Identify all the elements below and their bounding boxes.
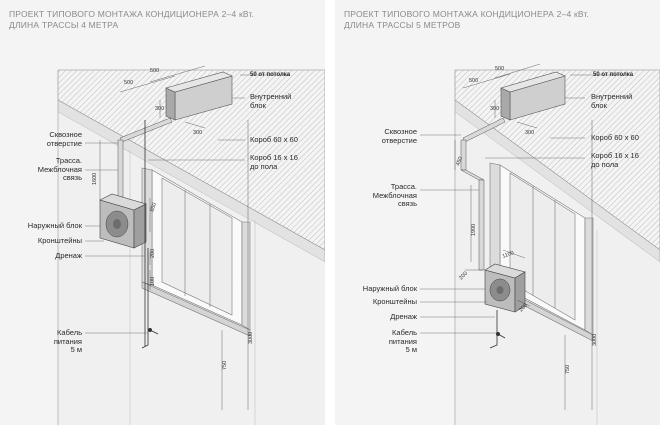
title-line-2: ДЛИНА ТРАССЫ 4 МЕТРА [9,20,119,30]
dim-3000: 3000 [592,334,598,346]
dim-300-a: 300 [490,106,499,112]
label-indoor-unit: Внутренний блок [250,92,292,110]
label-through-hole-line1: Сквозное [49,130,82,139]
outdoor-unit [99,193,147,249]
label-indoor-unit-line2: блок [250,100,266,110]
label-power-cable-line3: 5 м [70,345,82,354]
label-duct-16: Короб 16 х 16 до пола [250,153,298,171]
label-duct-16-line1: Короб 16 х 16 [250,153,298,162]
label-duct-16-line2: до пола [591,159,619,169]
label-outdoor-unit: Наружный блок [362,284,417,293]
indoor-unit [500,71,566,121]
dim-500-b: 500 [150,68,159,74]
panel-5m: ПРОЕКТ ТИПОВОГО МОНТАЖА КОНДИЦИОНЕРА 2–4… [335,0,660,425]
label-through-hole: Сквозное отверстие [46,130,82,148]
label-duct-16-line2: до пола [250,161,278,171]
dim-1900: 1900 [471,224,477,236]
label-power-cable-line2: питания [53,336,82,346]
label-through-hole-line2: отверстие [381,135,417,145]
label-route-line1: Трасса. [55,156,82,165]
label-drain: Дренаж [55,251,82,260]
label-through-hole: Сквозное отверстие [381,127,417,145]
label-duct-60: Короб 60 х 60 [591,133,639,142]
label-power-cable: Кабель питания 5 м [53,328,82,355]
drain-line [141,120,159,349]
label-outdoor-unit: Наружный блок [27,221,82,230]
label-route: Трасса. Межблочная связь [37,156,82,183]
label-drain: Дренаж [390,312,417,321]
label-indoor-unit-line2: блок [591,100,607,110]
label-route-line1: Трасса. [390,182,417,191]
dim-750: 750 [565,365,571,374]
label-power-cable-line1: Кабель [57,328,82,337]
label-power-cable: Кабель питания 5 м [388,328,417,355]
label-ceiling-offset: 50 от потолка [593,72,634,78]
label-through-hole-line1: Сквозное [384,127,417,136]
window [141,167,251,337]
dim-300-b: 300 [193,130,202,136]
label-duct-60: Короб 60 х 60 [250,135,298,144]
title-line-2: ДЛИНА ТРАССЫ 5 МЕТРОВ [344,20,461,30]
dim-1100: 1100 [502,250,515,260]
dim-300-b: 300 [525,130,534,136]
label-indoor-unit: Внутренний блок [591,92,633,110]
dimension-lines [454,63,593,410]
label-route-line3: связь [397,199,417,208]
dim-300-a: 300 [155,106,164,112]
panel-4m: ПРОЕКТ ТИПОВОГО МОНТАЖА КОНДИЦИОНЕРА 2–4… [0,0,325,425]
dim-500-a: 500 [124,80,133,86]
dim-200: 200 [150,249,156,258]
title-line-1: ПРОЕКТ ТИПОВОГО МОНТАЖА КОНДИЦИОНЕРА 2–4… [9,9,255,19]
dim-850: 850 [149,202,158,213]
duct-route [117,117,173,201]
label-power-cable-line1: Кабель [392,328,417,337]
label-route-line3: связь [62,173,82,182]
dim-200-a: 200 [458,271,469,282]
label-duct-16-line1: Короб 16 х 16 [591,151,639,160]
label-indoor-unit-line1: Внутренний [250,92,292,101]
label-power-cable-line3: 5 м [405,345,417,354]
drain-line [489,310,506,349]
label-power-cable-line2: питания [388,336,417,346]
dim-450: 450 [455,156,464,167]
dim-500-b: 500 [495,66,504,72]
installation-diagram: 500 500 300 300 450 1900 1100 200 200 75… [420,63,660,425]
indoor-unit [165,71,233,121]
label-ceiling-offset: 50 от потолка [250,72,291,78]
label-route-line2: Межблочная [37,164,82,174]
label-brackets: Кронштейны [372,297,417,306]
outdoor-unit [484,263,526,313]
dimension-lines [99,65,249,410]
dim-1600: 1600 [92,173,98,185]
label-brackets: Кронштейны [37,236,82,245]
label-indoor-unit-line1: Внутренний [591,92,633,101]
leader-lines [85,74,290,334]
label-route-line2: Межблочная [372,190,417,200]
panel-title: ПРОЕКТ ТИПОВОГО МОНТАЖА КОНДИЦИОНЕРА 2–4… [9,9,254,31]
duct-route [460,117,506,271]
panel-title: ПРОЕКТ ТИПОВОГО МОНТАЖА КОНДИЦИОНЕРА 2–4… [344,9,589,31]
label-route: Трасса. Межблочная связь [372,182,417,209]
dim-500-a: 500 [469,78,478,84]
label-duct-16: Короб 16 х 16 до пола [591,151,639,169]
dim-100: 100 [150,277,156,286]
installation-diagram: 500 500 300 300 1600 850 200 100 750 300… [57,65,325,425]
leader-lines [420,74,625,334]
dim-750: 750 [222,361,228,370]
dim-200-b: 200 [518,303,529,314]
dim-3000: 3000 [248,332,254,344]
label-through-hole-line2: отверстие [46,138,82,148]
title-line-1: ПРОЕКТ ТИПОВОГО МОНТАЖА КОНДИЦИОНЕРА 2–4… [344,9,590,19]
